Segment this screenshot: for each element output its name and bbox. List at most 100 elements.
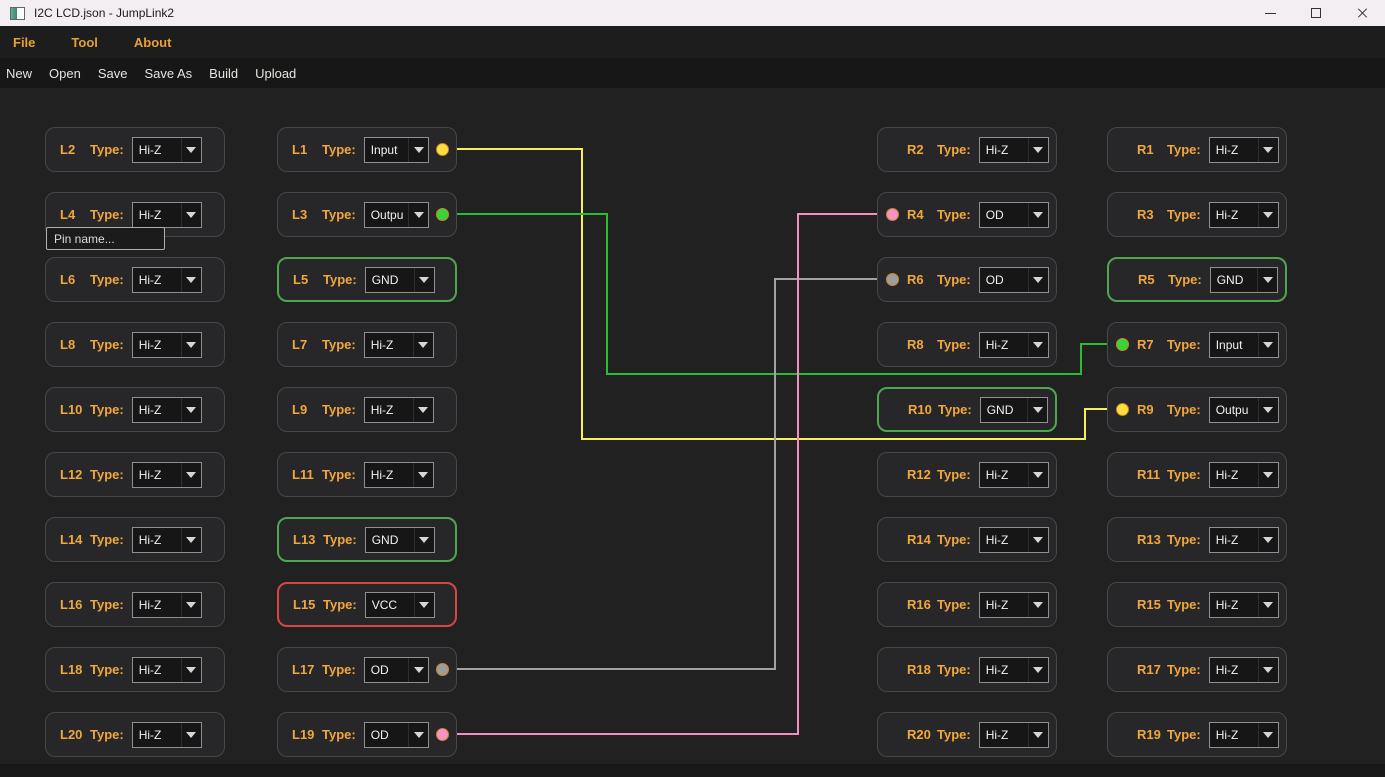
pin-card-L20: L20 Type: Hi-Z — [45, 712, 225, 757]
pin-card-R12: R12 Type: Hi-Z — [877, 452, 1057, 497]
pin-type-dropdown-R18[interactable]: Hi-Z — [978, 656, 1049, 683]
pin-type-dropdown-R20[interactable]: Hi-Z — [978, 721, 1049, 748]
toolbar-item-open[interactable]: Open — [49, 65, 81, 81]
pin-type-dropdown-R16[interactable]: Hi-Z — [978, 591, 1049, 618]
pin-type-dropdown-L7[interactable]: Hi-Z — [363, 331, 434, 358]
type-label: Type: — [1167, 662, 1201, 677]
pin-type-dropdown-L19[interactable]: OD — [363, 721, 429, 748]
pin-type-dropdown-R8[interactable]: Hi-Z — [978, 331, 1049, 358]
toolbar-item-upload[interactable]: Upload — [255, 65, 297, 81]
pin-label-L2: L2 — [60, 142, 76, 157]
wire-L17-R6[interactable] — [446, 278, 893, 670]
pin-dot-L17[interactable] — [436, 663, 449, 676]
pin-type-dropdown-R7[interactable]: Input — [1208, 331, 1279, 358]
pin-type-dropdown-L2[interactable]: Hi-Z — [131, 136, 202, 163]
pin-label-R11: R11 — [1137, 467, 1161, 482]
pin-type-dropdown-R15[interactable]: Hi-Z — [1208, 591, 1279, 618]
type-label: Type: — [90, 727, 124, 742]
pin-dot-R4[interactable] — [886, 208, 899, 221]
pin-type-dropdown-R19[interactable]: Hi-Z — [1208, 721, 1279, 748]
pin-dot-R9[interactable] — [1116, 403, 1129, 416]
pin-card-R18: R18 Type: Hi-Z — [877, 647, 1057, 692]
pin-type-dropdown-L14[interactable]: Hi-Z — [131, 526, 202, 553]
minimize-button[interactable] — [1247, 0, 1293, 26]
chevron-down-icon — [180, 397, 201, 422]
pin-dot-L3[interactable] — [436, 208, 449, 221]
pin-type-dropdown-L16[interactable]: Hi-Z — [131, 591, 202, 618]
pin-type-dropdown-R2[interactable]: Hi-Z — [978, 136, 1049, 163]
pin-type-dropdown-R12[interactable]: Hi-Z — [978, 461, 1049, 488]
wire-L3-R7[interactable] — [446, 213, 1121, 375]
pin-type-dropdown-R5[interactable]: GND — [1209, 266, 1278, 293]
pin-name-input[interactable] — [46, 227, 165, 250]
pin-type-dropdown-L11[interactable]: Hi-Z — [363, 461, 434, 488]
pin-type-value-L2: Hi-Z — [138, 142, 162, 157]
pin-type-dropdown-L10[interactable]: Hi-Z — [131, 396, 202, 423]
pin-type-dropdown-R3[interactable]: Hi-Z — [1208, 201, 1279, 228]
pin-type-value-L16: Hi-Z — [138, 597, 162, 612]
pin-label-L9: L9 — [292, 402, 308, 417]
pin-type-dropdown-L15[interactable]: VCC — [364, 591, 435, 618]
pin-card-R15: R15 Type: Hi-Z — [1107, 582, 1287, 627]
maximize-icon — [1311, 8, 1321, 18]
toolbar-item-save-as[interactable]: Save As — [144, 65, 193, 81]
type-label: Type: — [322, 142, 356, 157]
pin-type-dropdown-L13[interactable]: GND — [364, 526, 435, 553]
pin-type-value-L11: Hi-Z — [370, 467, 394, 482]
menu-item-tool[interactable]: Tool — [71, 34, 98, 50]
pin-type-dropdown-R14[interactable]: Hi-Z — [978, 526, 1049, 553]
chevron-down-icon — [180, 137, 201, 162]
pin-type-value-R2: Hi-Z — [985, 142, 1009, 157]
pin-label-R5: R5 — [1138, 272, 1155, 287]
pin-card-R7: R7 Type: Input — [1107, 322, 1287, 367]
pin-label-R20: R20 — [907, 727, 931, 742]
pin-type-dropdown-R4[interactable]: OD — [978, 201, 1049, 228]
pin-type-dropdown-R6[interactable]: OD — [978, 266, 1049, 293]
pin-type-dropdown-L3[interactable]: Outpu — [363, 201, 429, 228]
wire-L19-R4[interactable] — [446, 213, 893, 735]
pin-type-dropdown-R13[interactable]: Hi-Z — [1208, 526, 1279, 553]
chevron-down-icon — [408, 202, 428, 227]
menu-item-file[interactable]: File — [13, 34, 36, 50]
toolbar-item-build[interactable]: Build — [209, 65, 239, 81]
type-label: Type: — [937, 142, 971, 157]
pin-type-dropdown-R17[interactable]: Hi-Z — [1208, 656, 1279, 683]
toolbar-item-save[interactable]: Save — [97, 65, 128, 81]
pin-type-dropdown-L18[interactable]: Hi-Z — [131, 656, 202, 683]
chevron-down-icon — [180, 592, 201, 617]
pin-type-dropdown-L8[interactable]: Hi-Z — [131, 331, 202, 358]
chevron-down-icon — [1257, 137, 1278, 162]
pin-card-L12: L12 Type: Hi-Z — [45, 452, 225, 497]
status-strip — [0, 764, 1385, 777]
pin-type-dropdown-L20[interactable]: Hi-Z — [131, 721, 202, 748]
pin-type-dropdown-R9[interactable]: Outpu — [1208, 396, 1279, 423]
pin-label-L18: L18 — [60, 662, 83, 677]
chevron-down-icon — [1027, 527, 1048, 552]
pin-label-L5: L5 — [293, 272, 309, 287]
pin-type-dropdown-L6[interactable]: Hi-Z — [131, 266, 202, 293]
toolbar: New Open Save Save As Build Upload — [0, 58, 1385, 88]
maximize-button[interactable] — [1293, 0, 1339, 26]
pin-type-dropdown-L17[interactable]: OD — [363, 656, 429, 683]
pin-card-R10: R10 Type: GND — [877, 387, 1057, 432]
menu-item-about[interactable]: About — [133, 34, 172, 50]
pin-type-dropdown-R1[interactable]: Hi-Z — [1208, 136, 1279, 163]
type-label: Type: — [323, 532, 357, 547]
pin-type-dropdown-L5[interactable]: GND — [364, 266, 435, 293]
pin-dot-L1[interactable] — [436, 143, 449, 156]
pin-type-dropdown-L12[interactable]: Hi-Z — [131, 461, 202, 488]
pin-type-value-L14: Hi-Z — [138, 532, 162, 547]
pin-dot-R6[interactable] — [886, 273, 899, 286]
pin-type-value-R13: Hi-Z — [1215, 532, 1239, 547]
type-label: Type: — [1167, 467, 1201, 482]
pin-type-dropdown-L4[interactable]: Hi-Z — [131, 201, 202, 228]
pin-type-dropdown-R11[interactable]: Hi-Z — [1208, 461, 1279, 488]
pin-dot-L19[interactable] — [436, 728, 449, 741]
pin-type-dropdown-R10[interactable]: GND — [979, 396, 1048, 423]
chevron-down-icon — [408, 137, 428, 162]
pin-type-dropdown-L1[interactable]: Input — [363, 136, 429, 163]
toolbar-item-new[interactable]: New — [6, 65, 33, 81]
pin-type-dropdown-L9[interactable]: Hi-Z — [363, 396, 434, 423]
pin-dot-R7[interactable] — [1116, 338, 1129, 351]
wire-L1-R9[interactable] — [446, 148, 1121, 440]
